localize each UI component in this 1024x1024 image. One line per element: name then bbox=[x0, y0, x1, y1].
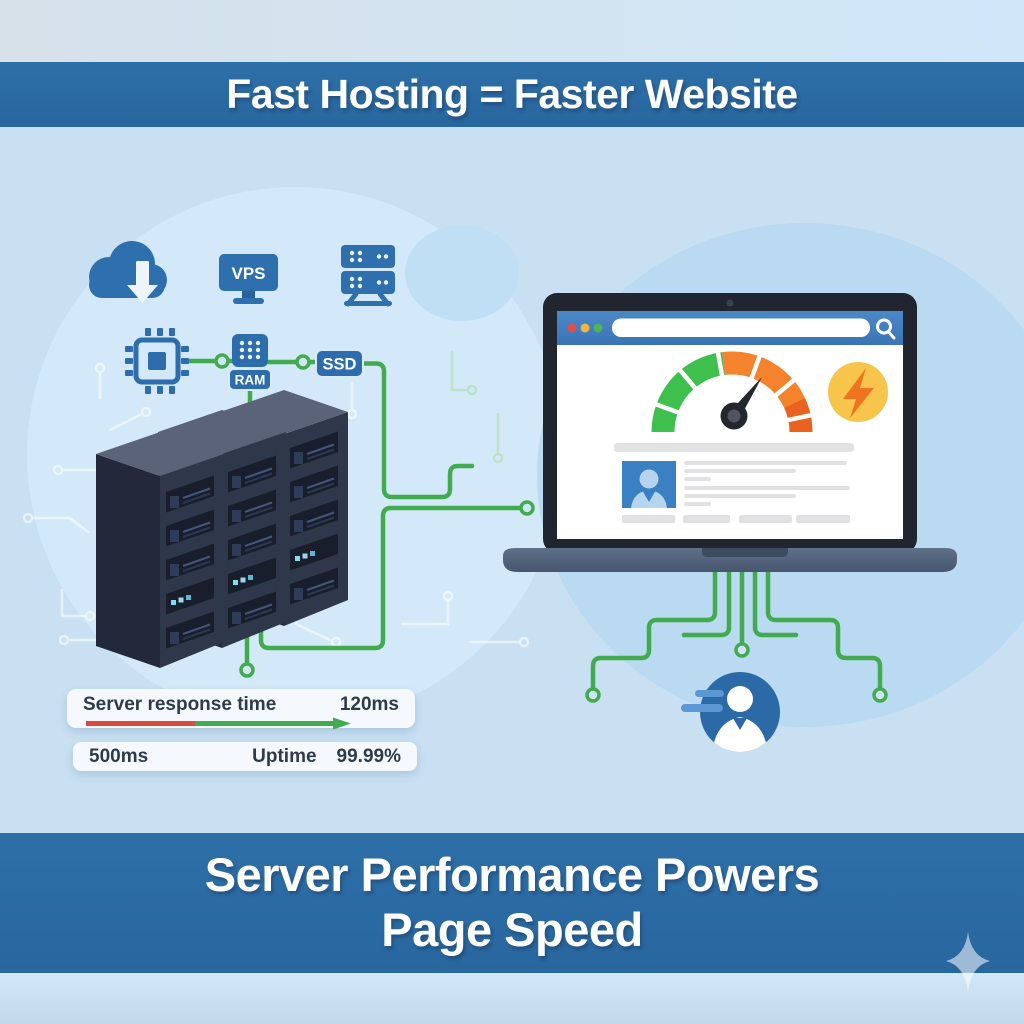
baseline-value: 500ms bbox=[89, 745, 149, 767]
ram-label: RAM bbox=[235, 373, 266, 388]
ssd-label-chip: SSD bbox=[315, 349, 364, 378]
window-minimize-dot bbox=[580, 323, 590, 333]
server-rack-icon bbox=[341, 245, 395, 307]
window-maximize-dot bbox=[593, 323, 603, 333]
server-towers bbox=[96, 390, 348, 668]
top-banner: Fast Hosting = Faster Website bbox=[0, 62, 1024, 127]
ram-icon: RAM bbox=[228, 334, 272, 391]
sparkle-icon bbox=[946, 932, 990, 992]
bottom-banner-line2: Page Speed bbox=[381, 903, 643, 956]
page-content-placeholder bbox=[614, 443, 854, 523]
profile-avatar-icon bbox=[622, 461, 676, 508]
search-icon bbox=[876, 318, 896, 340]
speed-dashes bbox=[681, 690, 724, 712]
bottom-strip bbox=[0, 973, 1024, 1024]
response-time-value: 120ms bbox=[339, 694, 399, 715]
speed-gauge bbox=[651, 351, 813, 433]
metric-card-uptime: 500ms Uptime 99.99% bbox=[73, 742, 417, 771]
user-avatar-icon bbox=[681, 672, 780, 752]
vps-label: VPS bbox=[231, 264, 265, 283]
laptop-base bbox=[503, 548, 957, 572]
uptime-label: Uptime bbox=[252, 745, 317, 767]
decorative-circuit-traces-green bbox=[450, 350, 504, 464]
lightning-badge bbox=[828, 362, 888, 422]
bottom-banner: Server Performance Powers Page Speed bbox=[0, 833, 1024, 973]
response-time-label: Server response time bbox=[83, 694, 277, 715]
decorative-circuit-traces bbox=[22, 362, 530, 648]
metric-card-response: Server response time 120ms bbox=[67, 689, 415, 730]
laptop bbox=[503, 293, 957, 572]
ssd-label: SSD bbox=[323, 356, 357, 374]
cloud-download-icon bbox=[89, 241, 167, 303]
window-close-dot bbox=[567, 323, 577, 333]
server-tower-front bbox=[96, 432, 224, 668]
bottom-banner-line1: Server Performance Powers bbox=[204, 848, 820, 902]
top-strip bbox=[0, 0, 1024, 62]
webcam-icon bbox=[726, 299, 734, 307]
uptime-value: 99.99% bbox=[336, 745, 401, 767]
response-time-arrow bbox=[86, 717, 351, 730]
cpu-chip-icon bbox=[125, 328, 189, 394]
url-bar bbox=[612, 318, 870, 337]
top-banner-title: Fast Hosting = Faster Website bbox=[226, 71, 798, 117]
vps-monitor-icon: VPS bbox=[219, 254, 278, 304]
content-placeholder-lines bbox=[622, 461, 850, 523]
browser-toolbar bbox=[557, 311, 903, 345]
lightning-bolt-icon bbox=[843, 368, 874, 418]
